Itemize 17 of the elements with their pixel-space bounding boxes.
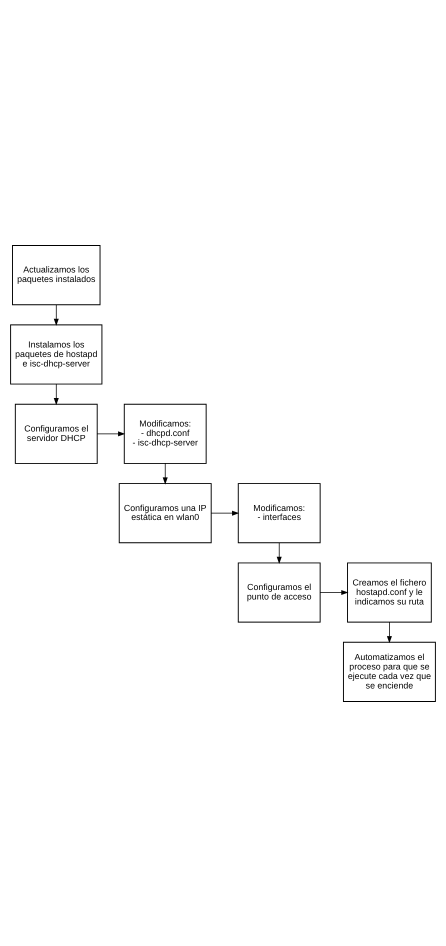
arrow xyxy=(54,383,59,405)
node-box: Configuramos el servidor DHCP xyxy=(14,403,98,464)
node-box: Instalamos los paquetes de hostapd e isc-dhcp-server xyxy=(10,324,102,384)
node-box: Modificamos: - interfaces xyxy=(238,482,321,543)
node-box: Automatizamos el proceso para que se ejecute cada vez que se enciende xyxy=(342,641,436,702)
node-box: Configuramos una IP estática en wlan0 xyxy=(118,482,212,543)
arrow xyxy=(386,621,392,643)
node-box: Creamos el fichero hostapd.conf y le indicamos su ruta xyxy=(347,562,432,622)
arrow xyxy=(54,304,59,326)
node-box: Actualizamos los paquetes instalados xyxy=(12,244,100,305)
arrow xyxy=(162,462,168,484)
arrow xyxy=(210,510,240,516)
arrow xyxy=(96,430,126,436)
arrow xyxy=(320,590,348,595)
node-box: Configuramos el punto de acceso xyxy=(238,562,321,622)
node-box: Modificamos: - dhcpd.conf - isc-dhcp-server xyxy=(124,403,207,464)
arrow xyxy=(276,542,282,564)
